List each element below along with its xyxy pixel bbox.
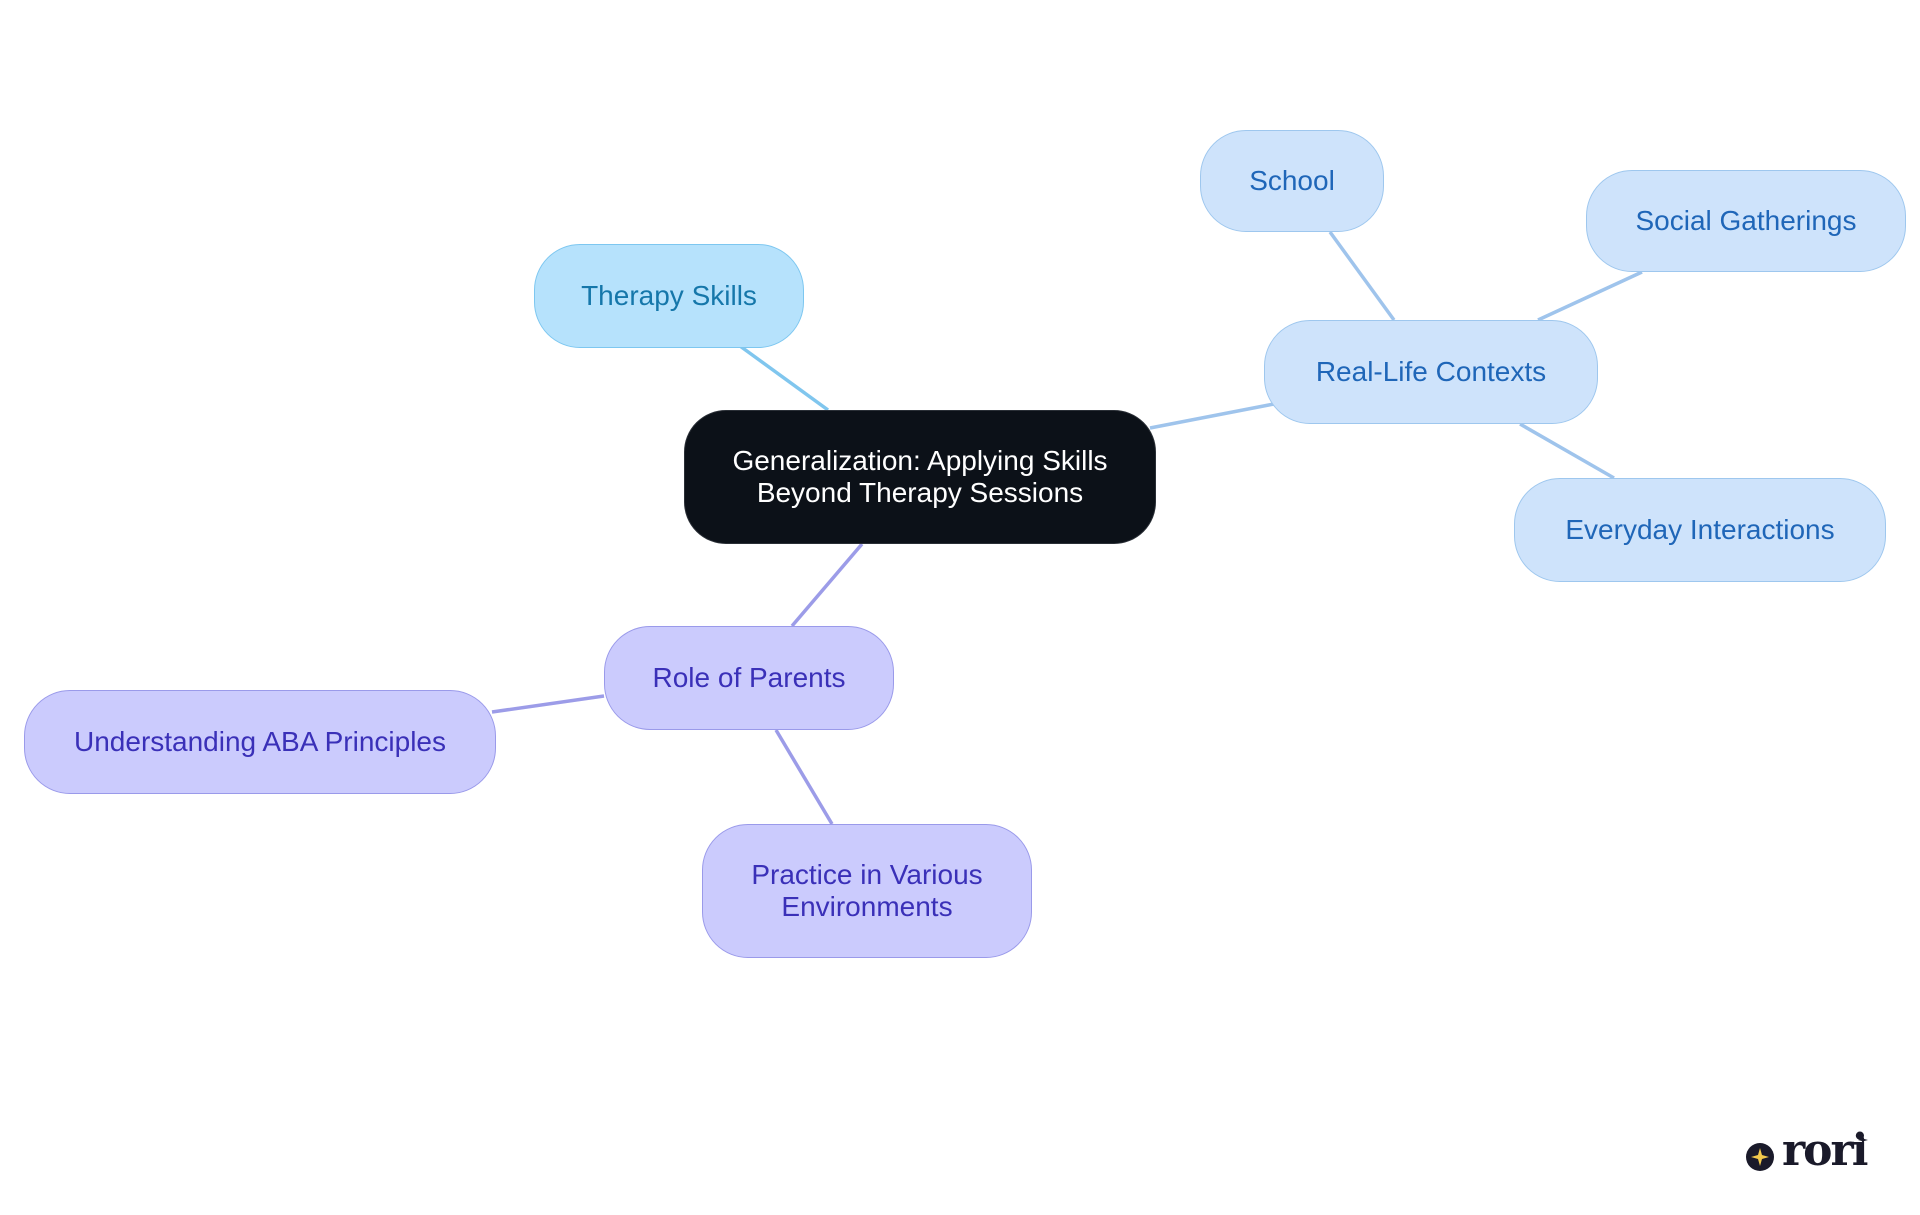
edge-parents-understanding (491, 694, 605, 714)
real-life-contexts-node[interactable]: Real-Life Contexts (1264, 320, 1598, 424)
edge-parents-practice (774, 729, 834, 825)
school-node[interactable]: School (1200, 130, 1384, 232)
everyday-interactions-node[interactable]: Everyday Interactions (1514, 478, 1886, 582)
school-label: School (1249, 165, 1335, 196)
edge-real-life-social (1537, 270, 1643, 322)
therapy-skills-node[interactable]: Therapy Skills (534, 244, 804, 348)
therapy-skills-label: Therapy Skills (581, 280, 757, 311)
role-of-parents-node[interactable]: Role of Parents (604, 626, 894, 730)
practice-environments-node[interactable]: Practice in Various Environments (702, 824, 1032, 958)
everyday-interactions-label: Everyday Interactions (1565, 514, 1835, 545)
edge-real-life-everyday (1519, 422, 1615, 480)
edge-real-life-school (1328, 230, 1396, 322)
real-life-contexts-label: Real-Life Contexts (1315, 356, 1547, 387)
logo-star-icon (1751, 1148, 1769, 1166)
social-gatherings-label: Social Gatherings (1635, 205, 1857, 236)
practice-environments-label: Practice in Various Environments (751, 859, 983, 922)
social-gatherings-node[interactable]: Social Gatherings (1586, 170, 1906, 272)
edge-center-real-life (1149, 402, 1275, 430)
central-topic-label: Generalization: Applying Skills Beyond T… (732, 445, 1108, 508)
edge-center-role-parents (790, 542, 864, 628)
central-topic-node[interactable]: Generalization: Applying Skills Beyond T… (684, 410, 1156, 544)
brand-logo-mark (1746, 1135, 1868, 1171)
understanding-aba-label: Understanding ABA Principles (74, 726, 446, 757)
understanding-aba-node[interactable]: Understanding ABA Principles (24, 690, 496, 794)
role-of-parents-label: Role of Parents (652, 662, 846, 693)
edge-center-therapy-skills (738, 344, 830, 412)
logo-small-star-icon (1858, 1135, 1868, 1145)
brand-logo-text: rori (1782, 1125, 1868, 1176)
